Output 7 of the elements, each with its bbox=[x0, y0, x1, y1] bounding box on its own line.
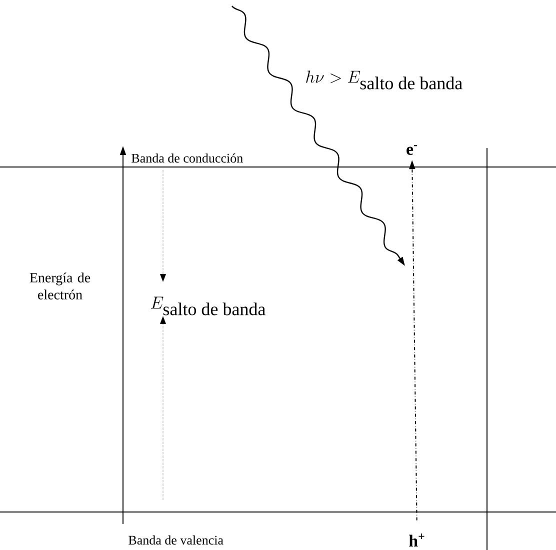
band-label: Banda de valencia bbox=[128, 535, 224, 545]
photon-energy-label: $h\nu > E_{\textrm{salto de banda}}$ bbox=[306, 70, 462, 90]
axis-label: Energía de electrón bbox=[30, 272, 90, 300]
band-gap-label: $E_{\textrm{salto de banda}}$ bbox=[151, 296, 266, 316]
band-label: Banda de conducción bbox=[132, 153, 243, 163]
charge-label: e$^{-}$ bbox=[406, 145, 418, 155]
charge-label: h$^{+}$ bbox=[409, 534, 424, 546]
